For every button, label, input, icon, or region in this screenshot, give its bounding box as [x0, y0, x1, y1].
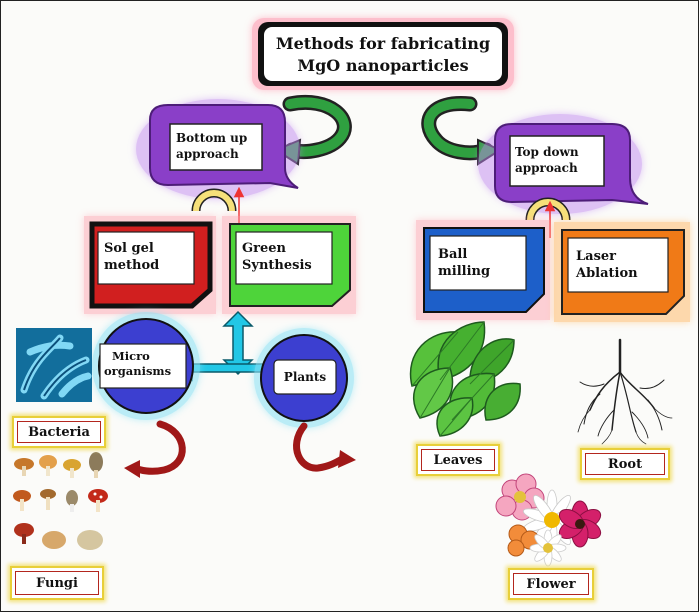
bacteria-tag: Bacteria	[12, 416, 106, 448]
flower-image	[495, 473, 602, 567]
microorganisms-line-2: organisms	[104, 364, 172, 378]
bacteria-image	[16, 328, 92, 402]
bottom-up-line-1: Bottom up	[176, 131, 248, 145]
plants-label: Plants	[283, 370, 327, 384]
micro-curl-arrow	[124, 420, 186, 478]
microorganisms-label: Micro organisms	[104, 349, 184, 379]
microorganisms-line-1: Micro	[112, 349, 150, 363]
diagram-title: Methods for fabricating MgO nanoparticle…	[262, 33, 504, 77]
green-synthesis-label: Green Synthesis	[242, 240, 330, 274]
green-synthesis-box	[222, 216, 356, 314]
fungi-image	[13, 452, 108, 550]
sol-gel-line-2: method	[104, 258, 160, 273]
flower-tag: Flower	[508, 568, 594, 600]
fungi-label: Fungi	[15, 571, 99, 595]
bottom-up-bubble	[136, 99, 300, 199]
leaves-tag: Leaves	[416, 444, 500, 476]
title-box	[252, 18, 514, 90]
microorganisms-circle	[92, 312, 200, 420]
root-image	[577, 338, 673, 445]
fungi-tag: Fungi	[10, 566, 104, 600]
green-synthesis-line-1: Green	[242, 241, 286, 256]
title-line-1: Methods for fabricating	[275, 34, 491, 53]
top-down-bubble	[478, 114, 649, 214]
sol-gel-line-1: Sol gel	[104, 241, 154, 256]
plants-curl-arrow	[293, 422, 356, 472]
title-line-2: MgO nanoparticles	[297, 56, 469, 75]
bottom-up-line-2: approach	[176, 147, 239, 161]
sol-gel-box	[84, 216, 216, 314]
top-down-line-2: approach	[515, 161, 578, 175]
bottom-up-label: Bottom up approach	[176, 130, 258, 162]
flower-label: Flower	[513, 573, 589, 595]
bacteria-label: Bacteria	[17, 421, 101, 443]
ball-milling-box	[416, 220, 550, 320]
top-down-label: Top down approach	[515, 144, 601, 176]
ball-milling-line-2: milling	[438, 264, 491, 279]
laser-ablation-line-1: Laser	[576, 249, 617, 264]
leaves-image	[409, 321, 521, 437]
sol-gel-label: Sol gel method	[104, 240, 190, 274]
ball-milling-label: Ball milling	[438, 246, 522, 280]
root-label: Root	[585, 453, 665, 475]
root-tag: Root	[580, 448, 670, 480]
green-synthesis-line-2: Synthesis	[242, 258, 312, 273]
laser-ablation-line-2: Ablation	[576, 266, 638, 281]
laser-ablation-box	[554, 222, 690, 322]
ball-milling-line-1: Ball	[438, 247, 468, 262]
laser-ablation-label: Laser Ablation	[576, 248, 666, 282]
plants-circle	[254, 328, 354, 428]
top-down-line-1: Top down	[515, 145, 579, 159]
leaves-label: Leaves	[421, 449, 495, 471]
